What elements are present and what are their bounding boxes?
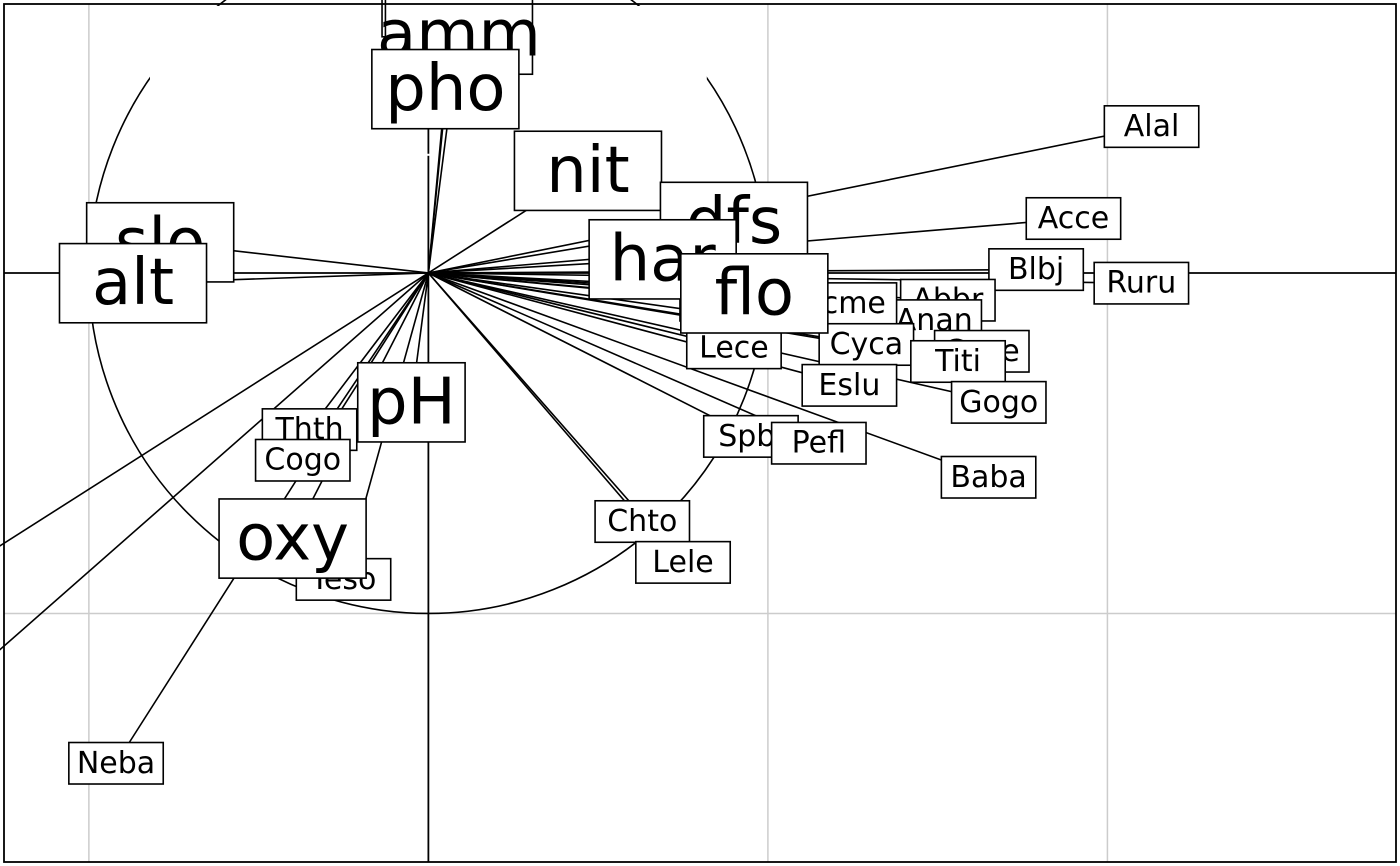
- species-label-box: [770, 421, 867, 465]
- species-label-box: [635, 540, 732, 584]
- arrow-spbi: [428, 272, 751, 436]
- species-label-neba: Neba: [68, 741, 165, 785]
- species-label-text: Chto: [607, 504, 677, 539]
- species-label-text: Baba: [950, 460, 1026, 495]
- species-label-chto: Chto: [594, 499, 691, 544]
- species-label-text: Gogo: [959, 385, 1038, 420]
- species-label-box: [910, 339, 1007, 384]
- species-label-box: [940, 455, 1037, 499]
- variable-label-text: pho: [385, 52, 505, 126]
- species-label-text: Acce: [1038, 201, 1109, 236]
- species-label-text: Pefl: [792, 426, 846, 461]
- species-label-box: [1093, 261, 1190, 305]
- species-label-lele: Lele: [635, 540, 732, 584]
- species-label-text: Alal: [1124, 109, 1180, 144]
- variable-label-box: [513, 130, 663, 212]
- species-label-gogo: Gogo: [950, 380, 1047, 424]
- variable-label-box: [218, 498, 367, 579]
- variable-label-pho: pho: [371, 48, 520, 130]
- species-label-text: Neba: [77, 746, 155, 781]
- species-label-box: [254, 438, 351, 482]
- species-label-lece: Lece: [685, 326, 782, 370]
- species-label-blbj: Blbj: [988, 248, 1085, 292]
- species-label-text: Eslu: [818, 368, 880, 403]
- variable-label-flo: flo: [680, 253, 829, 334]
- species-label-ruru: Ruru: [1093, 261, 1190, 305]
- species-label-text: Ruru: [1106, 266, 1176, 301]
- species-label-box: [818, 322, 915, 367]
- variable-label-text: pH: [367, 365, 456, 439]
- species-label-titi: Titi: [910, 339, 1007, 384]
- variable-label-oxy: oxy: [218, 498, 367, 579]
- variable-label-text: nit: [546, 134, 629, 208]
- variable-label-box: [356, 361, 466, 443]
- plot-frame: [3, 3, 1397, 863]
- variable-label-box: [58, 242, 208, 324]
- variable-label-nit: nit: [513, 130, 663, 212]
- arrow-baba: [428, 272, 988, 477]
- species-label-text: Lele: [652, 545, 713, 580]
- species-label-box: [1103, 105, 1200, 149]
- variable-label-box: [371, 48, 520, 130]
- species-label-text: Blbj: [1008, 252, 1064, 287]
- species-label-alal: Alal: [1103, 105, 1200, 149]
- species-label-pefl: Pefl: [770, 421, 867, 465]
- arrow-thth: [310, 272, 430, 430]
- arrow-satr: [0, 272, 429, 547]
- variable-label-text: alt: [92, 246, 174, 320]
- variable-label-text: flo: [715, 256, 794, 330]
- variable-label-ph: pH: [356, 361, 466, 443]
- species-label-box: [950, 380, 1047, 424]
- point-labels: AlalAcceBlbjRuruAbbrAnanIcmeLeceCycaGyce…: [58, 0, 1200, 785]
- arrow-lece: [428, 272, 734, 348]
- species-label-box: [1025, 196, 1122, 241]
- species-label-acce: Acce: [1025, 196, 1122, 241]
- variable-label-box: [680, 253, 829, 334]
- species-label-text: Titi: [934, 344, 981, 379]
- arrow-phph: [0, 272, 429, 651]
- variable-label-text: oxy: [236, 502, 349, 576]
- species-label-box: [68, 741, 165, 785]
- species-label-cyca: Cyca: [818, 322, 915, 367]
- species-label-text: Cogo: [264, 443, 341, 478]
- variable-label-alt: alt: [58, 242, 208, 324]
- species-label-text: Cyca: [830, 327, 904, 362]
- species-label-text: Lece: [699, 330, 769, 365]
- species-label-baba: Baba: [940, 455, 1037, 499]
- species-label-box: [801, 363, 898, 407]
- species-label-box: [988, 248, 1085, 292]
- arrow-pefl: [428, 272, 818, 443]
- species-label-cogo: Cogo: [254, 438, 351, 482]
- species-label-eslu: Eslu: [801, 363, 898, 407]
